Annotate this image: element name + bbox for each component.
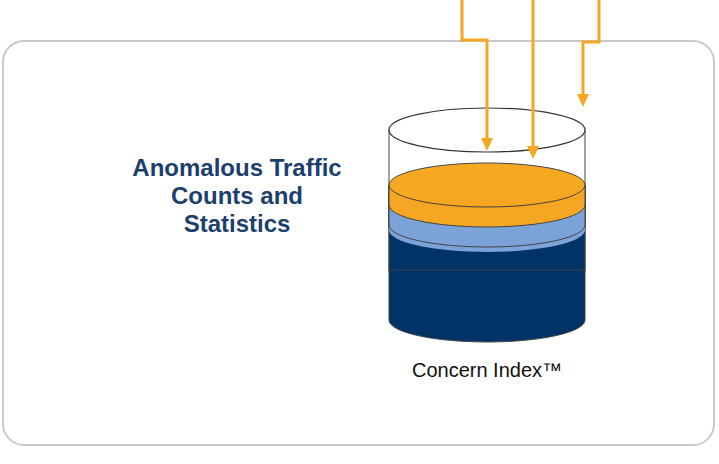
input-arrow bbox=[462, 0, 487, 140]
panel-box: Concern Index™ Anomalous Traffic Counts a… bbox=[2, 40, 715, 446]
arrow-head bbox=[527, 146, 539, 159]
input-arrow bbox=[583, 0, 599, 96]
cylinder-rim bbox=[389, 108, 585, 152]
cylinder-store: Concern Index™ bbox=[388, 105, 586, 405]
cylinder-layer bbox=[389, 270, 585, 342]
cylinder-layer-top bbox=[389, 163, 585, 207]
arrow-head bbox=[577, 94, 589, 107]
input-arrow bbox=[532, 0, 535, 148]
cylinder-shape bbox=[388, 105, 586, 350]
cylinder-caption: Concern Index™ bbox=[348, 358, 626, 382]
panel-heading: Anomalous Traffic Counts and Statistics bbox=[122, 154, 352, 238]
arrow-head bbox=[481, 138, 493, 151]
